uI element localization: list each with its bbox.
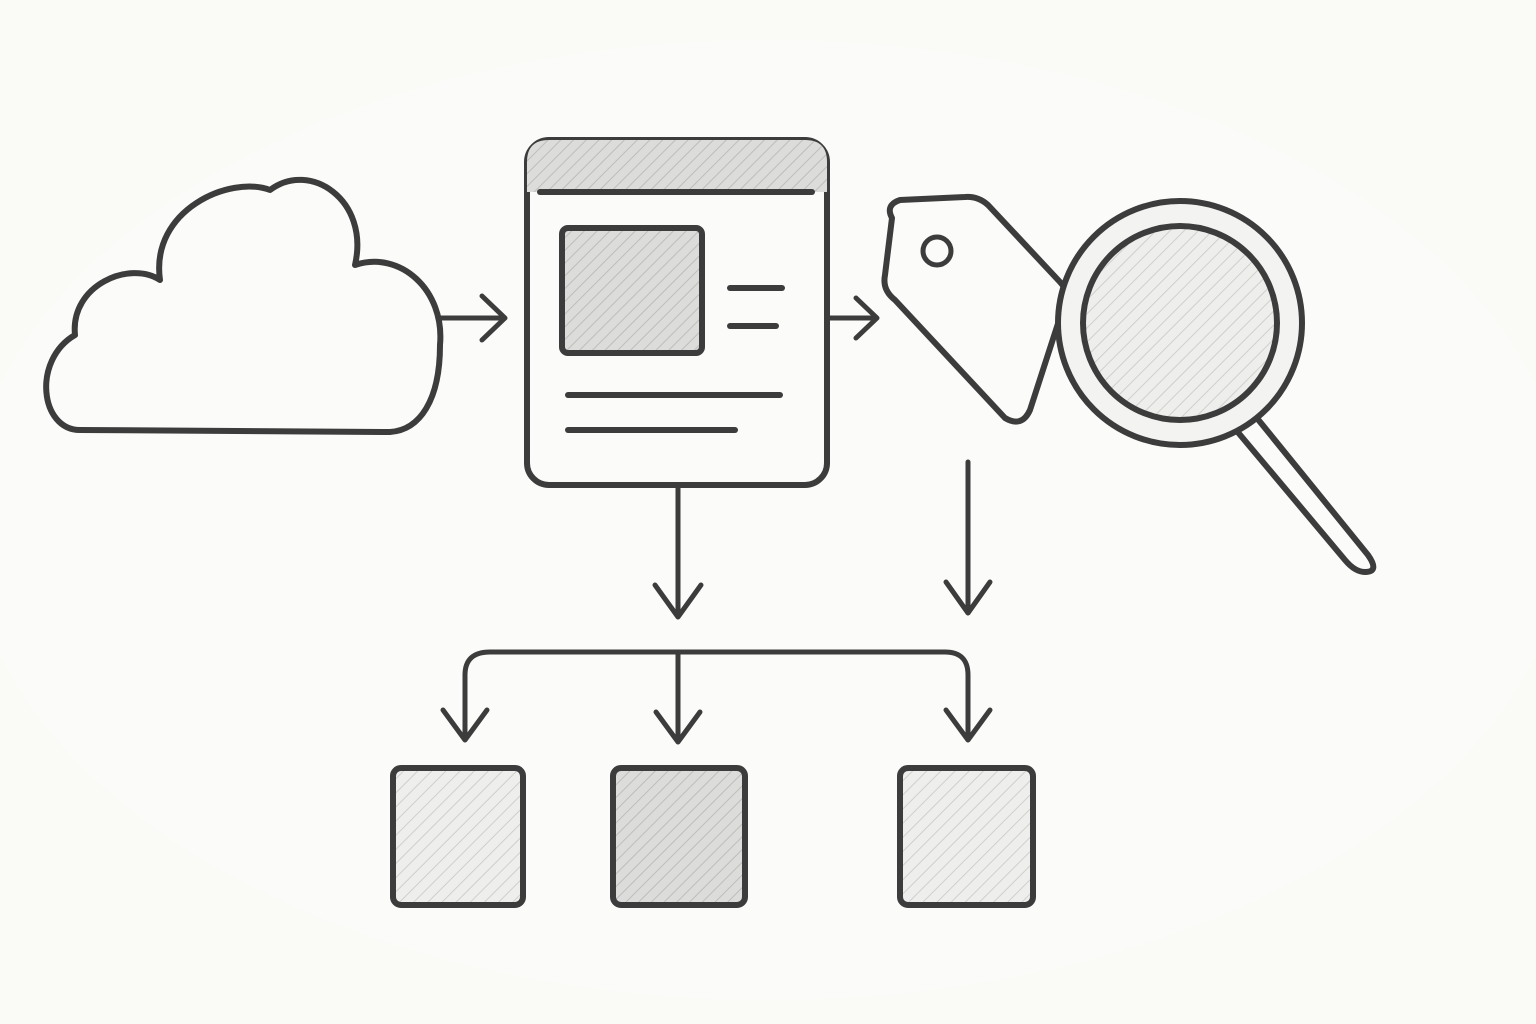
magnifier-icon <box>1055 198 1377 575</box>
arrow-document-down <box>652 484 704 620</box>
document-image-placeholder <box>559 225 705 356</box>
arrow-document-to-tag <box>824 295 880 341</box>
box-icon <box>610 765 748 908</box>
document-icon <box>524 137 830 488</box>
box-icon <box>897 765 1036 908</box>
cloud-icon <box>43 176 444 435</box>
tag-hole <box>920 234 954 268</box>
branch-connector <box>440 649 993 745</box>
box-icon <box>390 765 526 908</box>
arrow-cloud-to-document <box>437 293 508 343</box>
arrow-tag-down <box>943 459 993 616</box>
magnifier-lens <box>1080 223 1280 423</box>
